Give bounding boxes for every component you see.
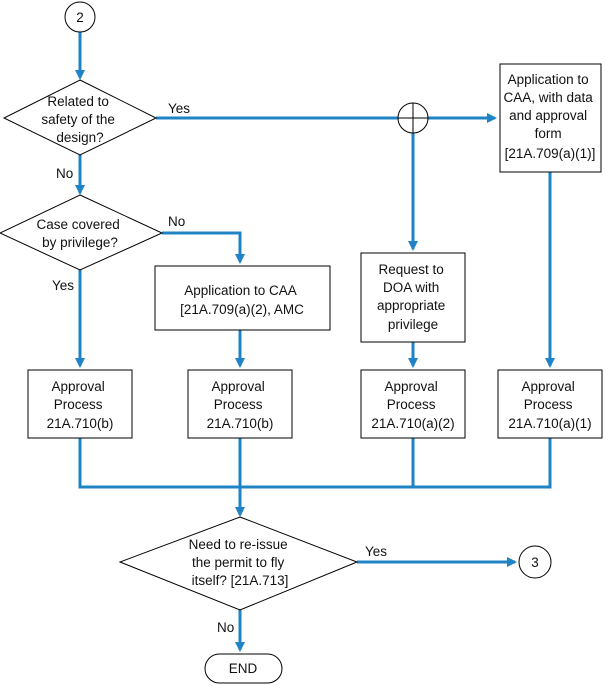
box-approval-3: Approval Process 21A.710(a)(2) (360, 369, 466, 439)
terminal-end-label: END (229, 661, 258, 676)
decision-safety-label: Related to safety of the design? (41, 94, 118, 145)
box-approval-1-label: Approval Process 21A.710(b) (47, 379, 114, 431)
decision-reissue: Need to re-issue the permit to fly itsel… (118, 516, 359, 611)
box-caa-form: Application to CAA, with data and approv… (499, 63, 602, 173)
decision-safety: Related to safety of the design? (2, 79, 158, 156)
decision-reissue-label: Need to re-issue the permit to fly itsel… (189, 537, 292, 588)
box-doa-request: Request to DOA with appropriate privileg… (360, 252, 466, 343)
connector-right-label: 3 (531, 555, 539, 570)
box-approval-2: Approval Process 21A.710(b) (187, 369, 293, 439)
flow-privilege-no (162, 231, 246, 265)
label-safety-no: No (56, 166, 73, 181)
box-caa-form-label: Application to CAA, with data and approv… (503, 72, 596, 161)
box-caa-amc-label: Application to CAA [21A.709(a)(2), AMC (180, 283, 304, 317)
connector-top-label: 2 (76, 10, 84, 25)
terminal-end: END (204, 653, 283, 684)
flow-merge-bar (78, 438, 552, 489)
box-approval-1: Approval Process 21A.710(b) (27, 369, 133, 439)
label-reissue-no: No (217, 620, 234, 635)
junction-symbol (397, 102, 429, 134)
box-caa-amc: Application to CAA [21A.709(a)(2), AMC (154, 265, 331, 331)
label-safety-yes: Yes (168, 101, 190, 116)
decision-privilege-label: Case covered by privilege? (36, 217, 123, 250)
box-approval-4-label: Approval Process 21A.710(a)(1) (508, 379, 591, 431)
connector-right: 3 (518, 545, 552, 579)
label-privilege-no: No (168, 214, 185, 229)
label-privilege-yes: Yes (52, 278, 74, 293)
connector-top: 2 (64, 1, 96, 33)
box-approval-3-label: Approval Process 21A.710(a)(2) (371, 379, 454, 431)
flow-lines (74, 32, 556, 653)
decision-privilege: Case covered by privilege? (0, 194, 164, 271)
box-approval-2-label: Approval Process 21A.710(b) (207, 379, 274, 431)
label-reissue-yes: Yes (365, 544, 387, 559)
box-doa-request-label: Request to DOA with appropriate privileg… (377, 262, 449, 332)
box-approval-4: Approval Process 21A.710(a)(1) (497, 369, 603, 439)
